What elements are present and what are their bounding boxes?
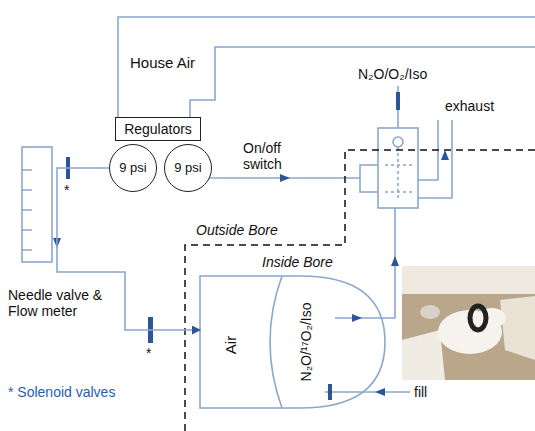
input-valve [396, 92, 400, 110]
bag-divider [270, 276, 282, 408]
region-label: Outside Bore [196, 222, 278, 238]
bag-output-line [335, 208, 395, 318]
valve-marker: * [64, 182, 69, 198]
exhaust-label: exhaust [445, 98, 494, 114]
fill-valve [328, 384, 332, 400]
valves-and-arrows [53, 92, 449, 400]
fill-label: fill [414, 384, 427, 400]
photo-tube [420, 305, 440, 319]
photo-coil [470, 306, 486, 330]
flow-meter-ticks [22, 170, 32, 250]
pressure-regulator: 9 psi [109, 144, 157, 192]
gas-bag [200, 276, 385, 408]
gas-lines [22, 17, 535, 408]
photo-foam [402, 266, 535, 294]
bore-boundary [185, 150, 535, 431]
node-text: 9 psi [119, 161, 146, 176]
node-text: Regulators [124, 121, 192, 137]
component-label: Needle valve & Flow meter [8, 287, 104, 319]
photo-foam [500, 296, 535, 360]
on-off-switch [378, 128, 418, 208]
flow-line [57, 168, 201, 330]
flow-arrow [352, 314, 362, 322]
valve-marker: * [146, 345, 151, 361]
house-air-line [190, 47, 535, 118]
flow-meter [22, 147, 52, 262]
region-label: Inside Bore [262, 254, 333, 270]
key-note: * Solenoid valves [8, 384, 115, 400]
house-air-line [118, 17, 535, 118]
switch-label: On/off switch [243, 140, 305, 172]
node-text: N₂O/¹⁷O₂/Iso [298, 303, 314, 382]
switch-lever [393, 137, 403, 147]
flow-arrow [280, 174, 290, 182]
switch-ports [385, 147, 412, 200]
flow-arrow [375, 388, 385, 396]
animal-photo [402, 266, 535, 380]
pressure-regulator: 9 psi [164, 144, 212, 192]
node-text: Air [222, 336, 239, 354]
photo-foam [402, 330, 445, 380]
supply-label: House Air [130, 55, 195, 71]
flow-arrow [391, 256, 399, 266]
gas-input-label: N₂O/O₂/Iso [358, 66, 427, 82]
exhaust-pipe [418, 120, 452, 198]
switch-supply-line [210, 165, 378, 192]
gas-compartment: N₂O/¹⁷O₂/Iso [285, 282, 327, 402]
photo-ground [402, 266, 535, 380]
regulator-box: Regulators [115, 117, 201, 141]
node-text: 9 psi [174, 161, 201, 176]
flow-arrow [441, 150, 449, 160]
fill-line [325, 391, 410, 393]
air-compartment: Air [201, 290, 261, 400]
